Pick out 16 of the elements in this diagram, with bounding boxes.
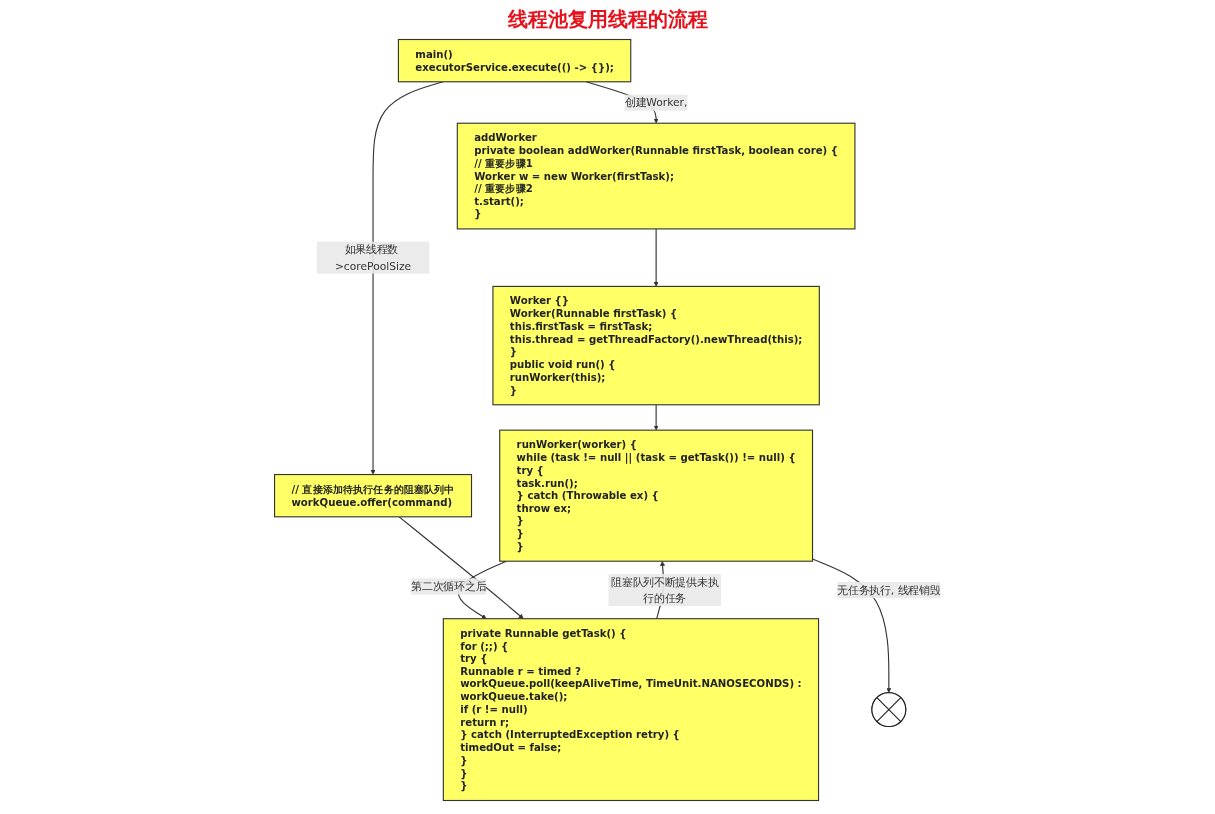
diagram-title: 线程池复用线程的流程 bbox=[506, 6, 709, 33]
node-box: private Runnable getTask() { for (;;) { try { Runnable r = timed ? workQueue.poll(keepAliveTime, TimeUnit.NANOSECONDS) : workQueue.take(); if (r != null) return r; } catch (InterruptedException retry) { timedOut = false; } } } bbox=[442, 618, 820, 802]
node-box: runWorker(worker) { while (task != null || (task = getTask()) != null) { try { task.run(); } catch (Throwable ex) { throw ex; } } } bbox=[499, 429, 814, 562]
edge-label: 第二次循环之后 bbox=[411, 580, 487, 593]
arrow bbox=[370, 81, 444, 475]
node-box: // 直接添加待执行任务的阻塞队列中 workQueue.offer(command) bbox=[274, 473, 473, 518]
edge-label: 无任务执行, 线程销毁 bbox=[837, 583, 941, 597]
arrow bbox=[811, 558, 892, 693]
edge-label: 创建Worker, bbox=[624, 96, 688, 109]
node-box: main() executorService.execute(() -> {}); bbox=[397, 38, 632, 83]
edge-label: 阻塞队列不断提供未执行的任务 bbox=[611, 575, 719, 605]
node-box: addWorker private boolean addWorker(Runnable firstTask, boolean core) { // 重要步骤1 Worker w = new Worker(firstTask); // 重要步骤2 t.start(); } bbox=[456, 122, 856, 230]
arrow bbox=[653, 404, 659, 431]
arrow bbox=[653, 228, 659, 287]
edge-label: 如果线程数 >corePoolSize bbox=[334, 243, 412, 272]
node-box: Worker {} Worker(Runnable firstTask) { this.firstTask = firstTask; this.thread = getThreadFactory().newThread(this); } public void run() { runWorker(this); } bbox=[492, 285, 820, 406]
